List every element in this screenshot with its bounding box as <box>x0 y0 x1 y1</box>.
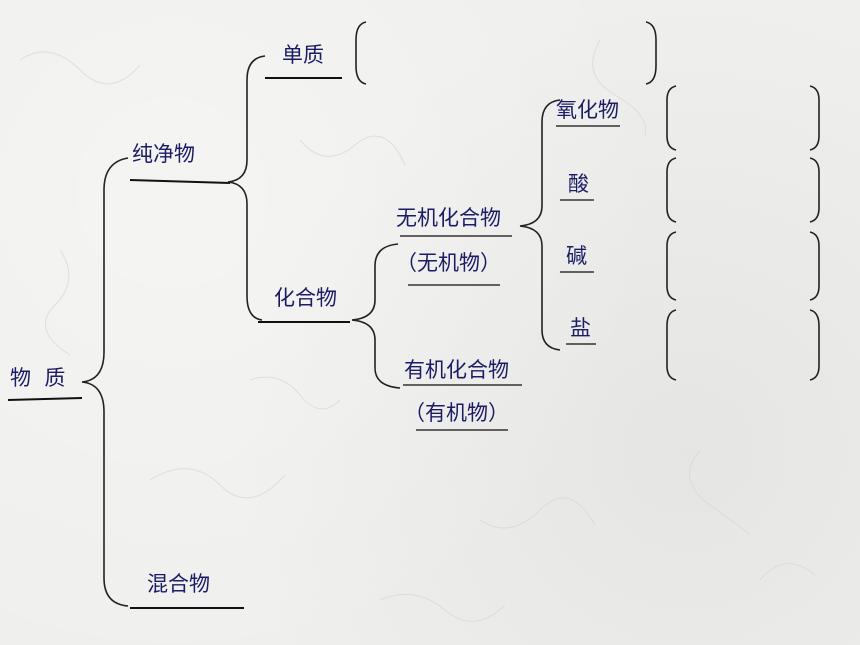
underline-pure <box>129 179 231 184</box>
brace-root <box>81 157 129 607</box>
node-oxide: 氧化物 <box>556 98 619 122</box>
blank-base <box>666 231 820 301</box>
node-acid: 酸 <box>568 172 589 196</box>
node-salt: 盐 <box>570 316 591 340</box>
node-root: 物 质 <box>10 366 66 390</box>
brace-compound <box>351 243 401 389</box>
brace-inorganic <box>519 99 561 351</box>
underline-root <box>7 397 83 401</box>
node-mixture: 混合物 <box>147 572 210 596</box>
blank-salt <box>666 309 820 381</box>
brace-pure <box>227 55 266 321</box>
blank-element <box>355 21 657 85</box>
node-organic: 有机化合物 <box>404 358 509 382</box>
node-pure: 纯净物 <box>132 142 195 166</box>
blank-acid <box>666 157 820 223</box>
node-inorganic: 无机化合物 <box>396 206 501 230</box>
background-texture <box>19 39 816 622</box>
node-compound: 化合物 <box>274 286 337 310</box>
blank-oxide <box>666 85 820 151</box>
node-inorganic-alias: （无机物） <box>396 251 501 275</box>
node-base: 碱 <box>566 244 587 268</box>
node-organic-alias: （有机物） <box>404 401 509 425</box>
node-element: 单质 <box>282 43 324 67</box>
